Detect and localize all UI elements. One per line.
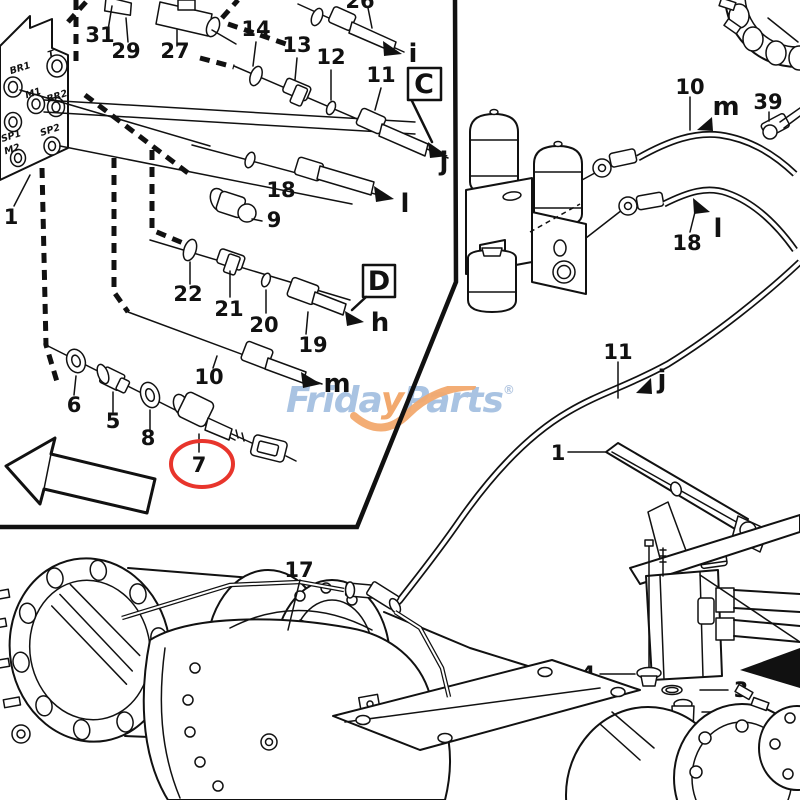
valve-body — [645, 569, 723, 681]
red-highlight-circle[interactable] — [169, 439, 235, 489]
callout-5[interactable]: 5 — [106, 409, 121, 433]
callout-18-main[interactable]: 18 — [672, 231, 701, 255]
accumulator-assembly — [465, 108, 665, 313]
callout-1-panel[interactable]: 1 — [4, 205, 19, 229]
callout-8[interactable]: 8 — [141, 426, 156, 450]
callout-7[interactable]: 7 — [192, 453, 207, 477]
fitting-row-m: 10 m — [127, 311, 351, 399]
panel-border — [0, 0, 459, 530]
direction-arrow — [4, 436, 157, 515]
callout-18[interactable]: 18 — [266, 178, 295, 202]
arrow-m-head — [301, 372, 321, 388]
ref-label-c: C — [414, 69, 434, 100]
arrow-i-head — [383, 41, 402, 56]
arrow-m-head-main — [697, 117, 713, 131]
hose-10: 10 m 39 — [636, 75, 800, 177]
callout-13[interactable]: 13 — [282, 33, 311, 57]
arrow-m-label-main: m — [712, 92, 739, 122]
arrow-l-label: l — [401, 189, 410, 219]
registered-mark: ® — [502, 383, 515, 397]
arrow-j-head — [428, 142, 448, 158]
fitting-row-i: 26 i — [297, 0, 418, 69]
callout-6[interactable]: 6 — [67, 393, 82, 417]
callout-9[interactable]: 9 — [267, 208, 282, 232]
callout-11[interactable]: 11 — [366, 63, 395, 87]
callout-19[interactable]: 19 — [298, 333, 327, 357]
callout-1-main[interactable]: 1 — [551, 441, 566, 465]
fridayparts-watermark: FridayParts® — [286, 380, 526, 432]
fitting-row-d: 22 21 20 19 D h — [149, 238, 397, 357]
ref-box-c — [406, 66, 443, 102]
pressure-sensor-7[interactable] — [171, 391, 297, 463]
callout-27[interactable]: 27 — [160, 39, 189, 63]
hub-flange-top-right — [718, 0, 800, 71]
callout-14[interactable]: 14 — [241, 17, 270, 41]
callout-12[interactable]: 12 — [316, 45, 345, 69]
left-wheel-hub — [0, 557, 172, 743]
fitting-row-top: 31 29 27 — [85, 0, 237, 63]
callout-20[interactable]: 20 — [249, 313, 278, 337]
arrow-m-label: m — [323, 369, 350, 399]
arrow-l-head — [374, 186, 394, 202]
arrow-h-label: h — [371, 308, 390, 338]
arrow-l-label-main: l — [714, 214, 723, 244]
arrow-j-head-main — [636, 378, 652, 394]
arrow-j-label: j — [439, 147, 449, 177]
detail-panel: BR1 T M1 BR2 SP1 SP2 M2 — [0, 0, 459, 530]
highlighted-part-7[interactable]: 7 — [169, 439, 235, 489]
direction-wedge — [740, 648, 800, 688]
hose-18: 18 l — [662, 186, 798, 255]
port-label-t: T — [46, 48, 57, 61]
fitting-row-c: 14 13 12 11 C j — [233, 17, 449, 177]
callout-22[interactable]: 22 — [173, 282, 202, 306]
callout-26[interactable]: 26 — [345, 0, 374, 13]
callout-31[interactable]: 31 — [85, 23, 114, 47]
callout-21[interactable]: 21 — [214, 297, 243, 321]
right-wheel-hub — [565, 683, 800, 800]
port-label-m2: M2 — [3, 142, 22, 158]
hose-11: 11 j — [390, 259, 800, 610]
sensor-row: 6 5 8 7 — [43, 343, 297, 489]
callout-10-main[interactable]: 10 — [675, 75, 704, 99]
fitting-row-l: l 18 9 — [191, 144, 410, 232]
brake-pipe-17: 17 — [121, 558, 452, 698]
ref-label-d: D — [368, 266, 390, 297]
axle-assembly: 17 — [0, 557, 800, 800]
arrow-j-label-main: j — [657, 365, 667, 395]
mounting-plate — [332, 659, 641, 751]
callout-10-panel[interactable]: 10 — [194, 365, 223, 389]
callout-17[interactable]: 17 — [284, 558, 313, 582]
arrow-h-head — [345, 311, 364, 326]
callout-39[interactable]: 39 — [753, 90, 782, 114]
valve-block: BR1 T M1 BR2 SP1 SP2 M2 — [0, 15, 416, 205]
arrow-l-head-main — [693, 198, 710, 214]
ref-box-d — [361, 263, 397, 299]
callout-11-main[interactable]: 11 — [603, 340, 632, 364]
arrow-i-label: i — [409, 39, 418, 69]
callout-29[interactable]: 29 — [111, 39, 140, 63]
